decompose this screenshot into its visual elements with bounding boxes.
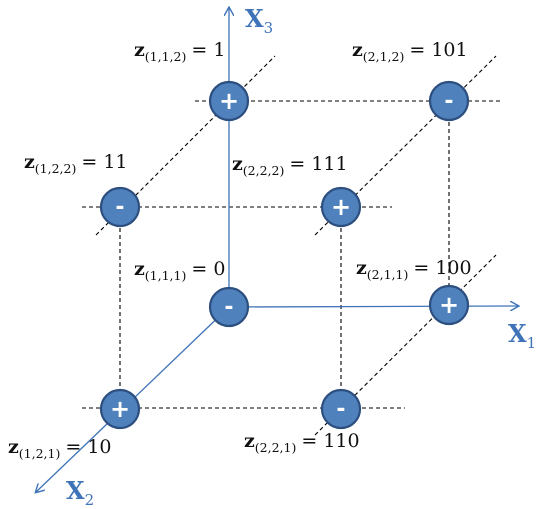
node-212: -	[428, 80, 470, 122]
node-sign-212: -	[444, 89, 453, 114]
node-label-sub-121: (1,2,1)	[19, 446, 61, 461]
node-111: -	[208, 286, 250, 328]
node-label-var-221: z	[244, 430, 255, 452]
node-label-sub-111: (1,1,1)	[145, 268, 187, 283]
node-label-212: z(2,1,2) = 101	[352, 39, 468, 64]
node-label-222: z(2,2,2) = 111	[232, 153, 348, 178]
node-circle-211	[428, 284, 470, 326]
node-circle-122	[99, 186, 141, 228]
node-label-var-212: z	[352, 39, 363, 61]
node-label-value-212: = 101	[409, 39, 467, 61]
node-label-value-222: = 111	[289, 153, 347, 175]
axis-x1-line	[228, 306, 518, 307]
node-sign-112: +	[219, 87, 239, 115]
axis-label-x2: X2	[66, 476, 94, 509]
node-label-sub-122: (1,2,2)	[35, 161, 77, 176]
sign-nodes: - + + - + - - +	[99, 80, 470, 430]
node-sign-211: +	[439, 291, 459, 319]
node-circle-212	[428, 80, 470, 122]
axis-subscript-x2: 2	[85, 491, 95, 509]
node-label-var-121: z	[8, 436, 19, 458]
node-label-112: z(1,1,2) = 1	[134, 39, 225, 64]
node-label-var-211: z	[356, 257, 367, 279]
axis-letter-x2: X	[66, 476, 85, 505]
node-sign-221: -	[336, 397, 345, 422]
node-label-var-122: z	[24, 151, 35, 173]
node-circle-111	[208, 286, 250, 328]
node-sign-222: +	[331, 193, 351, 221]
node-122: -	[99, 186, 141, 228]
node-label-211: z(2,1,1) = 100	[356, 257, 472, 282]
axis-letter-x3: X	[245, 4, 264, 33]
node-circle-112	[208, 80, 250, 122]
node-label-value-122: = 11	[81, 151, 127, 173]
node-211: +	[428, 284, 470, 326]
node-222: +	[320, 186, 362, 228]
node-label-value-221: = 110	[301, 430, 359, 452]
node-label-111: z(1,1,1) = 0	[134, 258, 225, 283]
node-label-var-111: z	[134, 258, 145, 280]
node-label-value-111: = 0	[191, 258, 225, 280]
node-label-sub-222: (2,2,2)	[243, 163, 285, 178]
axis-letter-x1: X	[508, 319, 527, 348]
node-label-var-112: z	[134, 39, 145, 61]
axis-label-x1: X1	[508, 319, 536, 352]
node-circle-221	[320, 388, 362, 430]
node-label-221: z(2,2,1) = 110	[244, 430, 360, 455]
axis-subscript-x3: 3	[264, 19, 274, 37]
axis-subscript-x1: 1	[527, 334, 537, 352]
node-label-var-222: z	[232, 153, 243, 175]
node-circle-222	[320, 186, 362, 228]
node-label-sub-212: (2,1,2)	[363, 49, 405, 64]
node-label-value-121: = 10	[65, 436, 111, 458]
node-sign-111: -	[224, 295, 233, 320]
node-label-sub-112: (1,1,2)	[145, 49, 187, 64]
node-sign-121: +	[110, 395, 130, 423]
node-121: +	[99, 388, 141, 430]
node-label-sub-221: (2,2,1)	[255, 440, 297, 455]
node-label-value-112: = 1	[191, 39, 225, 61]
node-112: +	[208, 80, 250, 122]
node-221: -	[320, 388, 362, 430]
node-circle-121	[99, 388, 141, 430]
node-sign-122: -	[115, 195, 124, 220]
node-label-sub-211: (2,1,1)	[367, 267, 409, 282]
node-label-121: z(1,2,1) = 10	[8, 436, 112, 461]
axis-label-x3: X3	[245, 4, 273, 37]
node-label-value-211: = 100	[413, 257, 471, 279]
node-label-122: z(1,2,2) = 11	[24, 151, 128, 176]
